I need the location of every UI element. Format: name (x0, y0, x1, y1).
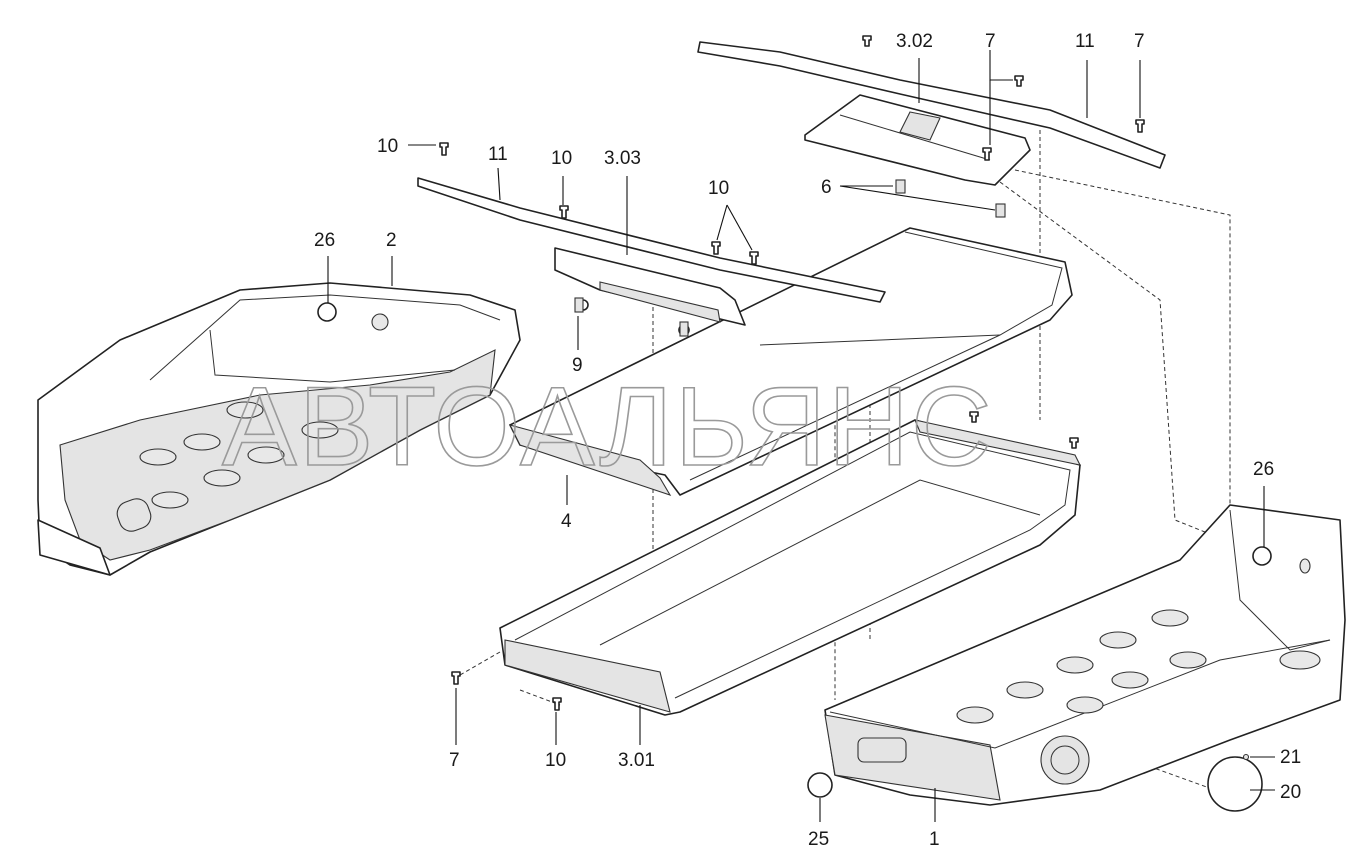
label-11-right: 11 (1075, 31, 1095, 52)
label-25: 25 (808, 829, 829, 850)
label-10-bottom: 10 (545, 750, 566, 771)
label-7-bottom: 7 (449, 750, 460, 771)
label-6: 6 (821, 177, 832, 198)
part-1-right-tank (824, 504, 1346, 806)
part-20-cap (1207, 756, 1263, 812)
label-303: 3.03 (604, 148, 641, 169)
part-2-left-tank (37, 282, 521, 576)
screw-f (969, 411, 979, 423)
part-7-screw-e (982, 147, 992, 161)
part-10-screw-b (559, 205, 569, 219)
label-20: 20 (1280, 782, 1301, 803)
screw-g (1069, 437, 1079, 449)
part-10-screw-a (439, 142, 449, 156)
part-10-screw-e (552, 697, 562, 711)
part-7-screw-d (1135, 119, 1145, 133)
part-303-bracket (554, 247, 746, 336)
part-10-screw-d (749, 251, 759, 265)
part-6-clip-b (995, 203, 1006, 218)
part-7-screw-b (862, 35, 872, 47)
part-7-screw-c (1014, 75, 1024, 87)
label-2: 2 (386, 230, 397, 251)
label-10-top-left: 10 (377, 136, 398, 157)
part-9-clip-a (574, 297, 584, 313)
part-11-left-rail (417, 177, 886, 303)
part-25-plug (807, 772, 833, 798)
label-10-right: 10 (708, 178, 729, 199)
label-7-top-left: 7 (985, 31, 996, 52)
label-301: 3.01 (618, 750, 655, 771)
part-301-lower-frame (499, 419, 1081, 716)
part-11-right-rail (697, 41, 1166, 169)
label-302: 3.02 (896, 31, 933, 52)
part-labels: 10 11 10 3.03 10 3.02 7 11 7 6 26 2 9 4 … (314, 31, 1301, 850)
leader-lines (327, 50, 1275, 822)
label-4: 4 (561, 511, 572, 532)
label-26-left: 26 (314, 230, 335, 251)
part-6-clip-a (895, 179, 906, 194)
label-26-right: 26 (1253, 459, 1274, 480)
label-7-top-right: 7 (1134, 31, 1145, 52)
label-9: 9 (572, 355, 583, 376)
part-7-screw-a (451, 671, 461, 685)
small-fasteners (439, 35, 1263, 812)
part-4-upper-tray (508, 227, 1073, 496)
part-302-bracket (804, 94, 1031, 186)
part-21-pin (1242, 753, 1250, 761)
part-10-screw-c (711, 241, 721, 255)
label-1: 1 (929, 829, 940, 850)
label-11-left: 11 (488, 144, 508, 165)
label-10-mid: 10 (551, 148, 572, 169)
label-21: 21 (1280, 747, 1301, 768)
watermark-text: АВТОАЛЬЯНС (222, 364, 994, 489)
part-9-clip-b (679, 321, 689, 337)
